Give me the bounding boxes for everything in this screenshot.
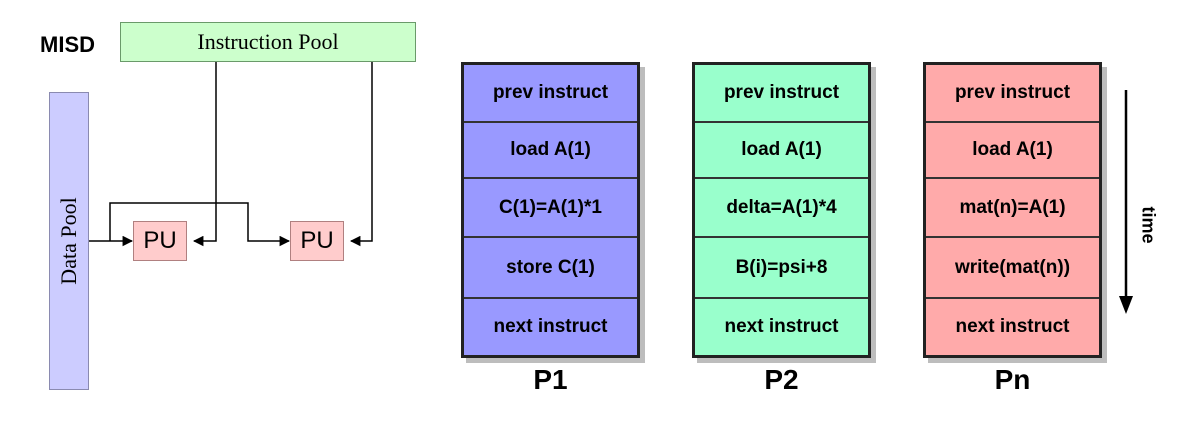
instruction-cell: B(i)=psi+8 xyxy=(695,238,868,299)
data-wire-2 xyxy=(109,202,291,247)
processing-unit-label: PU xyxy=(143,227,177,254)
processor-label-p1: P1 xyxy=(533,364,568,395)
connection-wires xyxy=(89,62,373,247)
instruction-cell: delta=A(1)*4 xyxy=(695,179,868,238)
instruction-cell: next instruct xyxy=(724,316,839,337)
processor-column-pn: prev instruct load A(1) mat(n)=A(1) writ… xyxy=(923,62,1102,358)
instruction-cell: next instruct xyxy=(955,316,1070,337)
architecture-label: MISD xyxy=(40,32,95,57)
instruction-cell: C(1)=A(1)*1 xyxy=(464,179,637,238)
instruction-cell: prev instruct xyxy=(464,65,637,123)
instruction-cell: load A(1) xyxy=(695,123,868,179)
instruction-cell: prev instruct xyxy=(926,65,1099,123)
instruction-cell: load A(1) xyxy=(464,123,637,179)
processor-column-p1: prev instruct load A(1) C(1)=A(1)*1 stor… xyxy=(461,62,640,358)
instruction-wire-2 xyxy=(349,62,373,247)
instruction-pool: Instruction Pool xyxy=(120,22,416,62)
processing-unit-2: PU xyxy=(290,221,344,261)
processor-label-pn: Pn xyxy=(994,364,1031,395)
instruction-cell: load A(1) xyxy=(926,123,1099,179)
processor-label-p2: P2 xyxy=(764,364,799,395)
instruction-cell: write(mat(n)) xyxy=(926,238,1099,299)
processor-column-p2: prev instruct load A(1) delta=A(1)*4 B(i… xyxy=(692,62,871,358)
instruction-pool-label: Instruction Pool xyxy=(197,29,339,54)
processing-unit-label: PU xyxy=(300,227,334,254)
instruction-cell: next instruct xyxy=(493,316,608,337)
instruction-cell: store C(1) xyxy=(464,238,637,299)
instruction-wire-1 xyxy=(192,62,217,247)
time-label: time xyxy=(1138,206,1159,244)
data-pool: Data Pool xyxy=(49,92,89,390)
instruction-cell: prev instruct xyxy=(695,65,868,123)
instruction-cell: mat(n)=A(1) xyxy=(926,179,1099,238)
time-arrow-icon xyxy=(1119,90,1133,314)
processing-unit-1: PU xyxy=(133,221,187,261)
